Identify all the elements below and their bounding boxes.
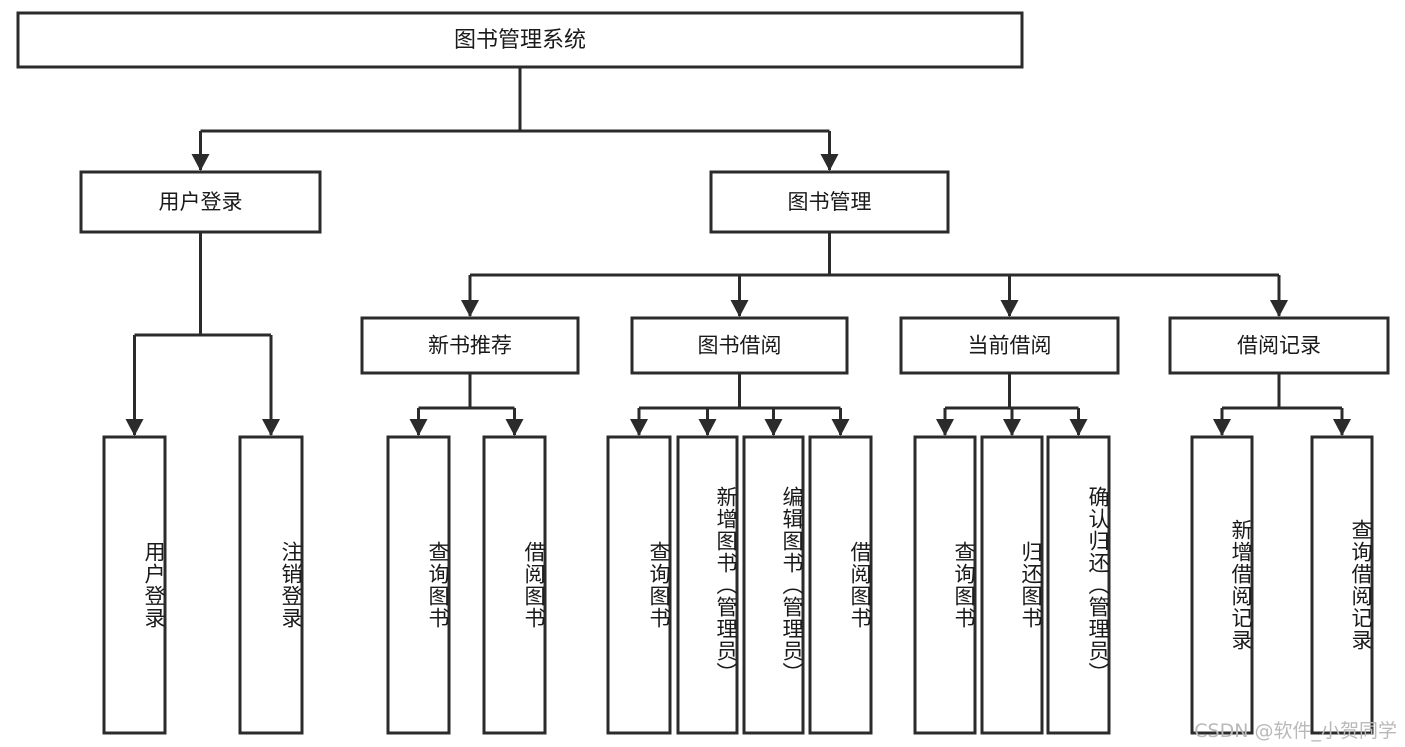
node-box-current-borrow[interactable] (899, 316, 1120, 375)
node-box-add-book[interactable] (676, 435, 739, 735)
arrow-head-user-login-do (125, 419, 144, 436)
node-box-user-login-do[interactable] (102, 435, 167, 735)
arrow-head-borrow-book-1 (505, 419, 524, 436)
node-box-borrow-record[interactable] (1168, 316, 1390, 375)
arrow-head-confirm-return (1069, 419, 1088, 436)
node-label-book-borrow: 图书借阅 (698, 334, 782, 358)
arrow-head-add-borrow-record (1213, 419, 1231, 436)
arrow-head-return-book (1003, 419, 1021, 436)
arrow-head-query-book-3 (936, 419, 954, 436)
arrow-head-book-borrow (730, 300, 749, 317)
node-label-user-login: 用户登录 (159, 190, 243, 214)
node-box-book-management[interactable] (709, 170, 950, 234)
arrow-head-add-book (698, 419, 717, 436)
node-box-borrow-book-2[interactable] (808, 435, 873, 735)
node-label-borrow-record: 借阅记录 (1237, 334, 1321, 358)
watermark: CSDN @软件_小贺同学 (1194, 720, 1397, 742)
node-label-current-borrow: 当前借阅 (968, 334, 1052, 358)
node-label-book-management: 图书管理 (788, 190, 872, 214)
arrow-head-new-book-recommend (461, 300, 479, 317)
arrow-head-borrow-record (1270, 300, 1288, 317)
arrow-head-edit-book (764, 419, 783, 436)
node-box-query-book-3[interactable] (913, 435, 977, 735)
node-box-return-book[interactable] (980, 435, 1044, 735)
node-box-query-book-2[interactable] (606, 435, 672, 735)
arrow-head-current-borrow (1000, 300, 1019, 317)
arrow-head-query-book-1 (409, 419, 428, 436)
node-label-new-book-recommend: 新书推荐 (428, 334, 512, 358)
node-box-query-book-1[interactable] (386, 435, 451, 735)
connector-layer (125, 67, 1351, 436)
arrow-head-borrow-book-2 (831, 419, 850, 436)
node-box-add-borrow-record[interactable] (1190, 435, 1254, 735)
arrow-head-book-management (820, 154, 839, 171)
arrow-head-query-borrow-record (1333, 419, 1351, 436)
node-box-edit-book[interactable] (742, 435, 805, 735)
node-box-new-book-recommend[interactable] (360, 316, 580, 375)
arrow-head-user-logout (262, 419, 280, 436)
node-box-layer (16, 11, 1390, 735)
node-box-confirm-return[interactable] (1046, 435, 1111, 735)
arrow-head-user-login (191, 154, 210, 171)
node-box-book-borrow[interactable] (630, 316, 849, 375)
node-box-user-login[interactable] (79, 170, 322, 234)
node-box-root[interactable] (16, 11, 1024, 69)
node-box-user-logout[interactable] (238, 435, 304, 735)
arrow-head-query-book-2 (630, 419, 648, 436)
node-label-root: 图书管理系统 (454, 28, 586, 53)
node-box-borrow-book-1[interactable] (482, 435, 547, 735)
node-box-query-borrow-record[interactable] (1310, 435, 1374, 735)
